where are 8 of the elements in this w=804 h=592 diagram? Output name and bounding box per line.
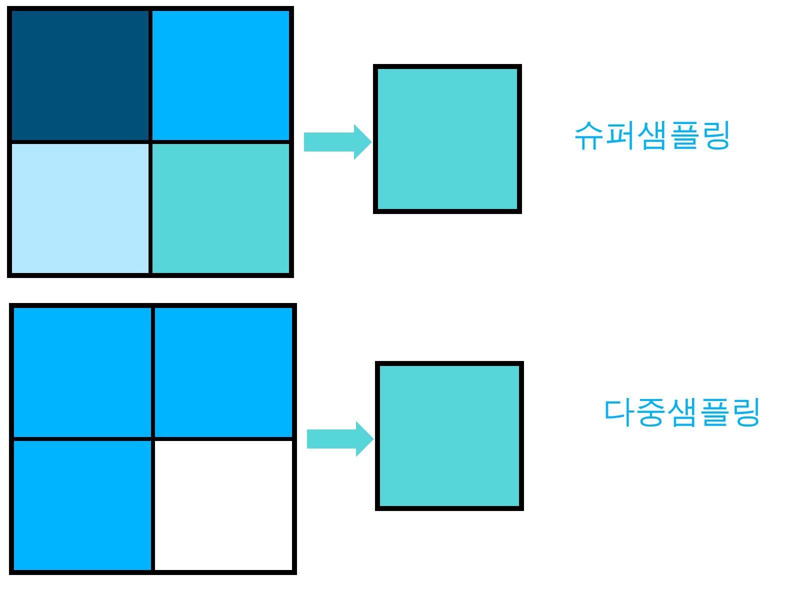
output-pixel — [375, 361, 524, 511]
arrow — [304, 124, 372, 160]
arrow — [307, 421, 374, 457]
pixel-grid — [9, 303, 297, 575]
method-label: 다중샘플링 — [603, 391, 763, 431]
pixel-grid — [7, 6, 294, 278]
output-pixel — [373, 64, 522, 214]
method-label: 슈퍼샘플링 — [573, 114, 733, 154]
